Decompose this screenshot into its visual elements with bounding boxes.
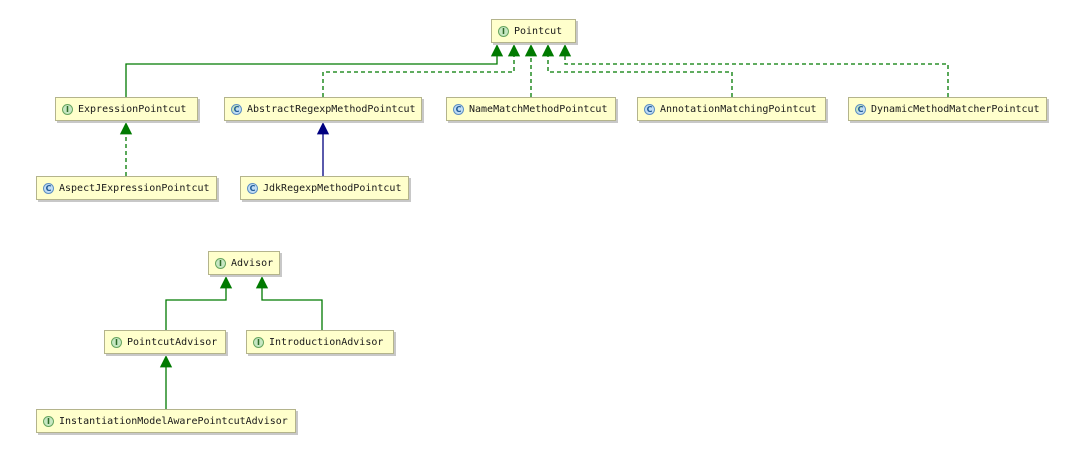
node-label: PointcutAdvisor [127, 336, 218, 348]
arrowhead-annotation-matching-pointcut-to-pointcut [541, 44, 555, 57]
node-label: JdkRegexpMethodPointcut [263, 182, 402, 194]
edge-dynamic-method-matcher-pointcut-to-pointcut [564, 56, 949, 97]
arrowhead-introduction-advisor-to-advisor [255, 276, 269, 289]
edge-expression-pointcut-to-pointcut [125, 56, 498, 97]
class-icon: C [453, 103, 464, 115]
edge-abstract-regexp-method-pointcut-to-pointcut [322, 56, 515, 97]
interface-icon: I [43, 415, 54, 427]
node-label: IntroductionAdvisor [269, 336, 384, 348]
arrowhead-abstract-regexp-method-pointcut-to-pointcut [507, 44, 521, 57]
interface-icon: I [215, 257, 226, 269]
edge-pointcut-advisor-to-advisor [165, 288, 227, 330]
edge-annotation-matching-pointcut-to-pointcut [547, 56, 733, 97]
node-aspectj-expression-pointcut[interactable]: C AspectJExpressionPointcut [36, 176, 217, 200]
abstract-class-icon: C [855, 103, 866, 115]
class-icon: C [247, 182, 258, 194]
arrowhead-expression-pointcut-to-pointcut [490, 44, 504, 57]
abstract-class-icon: C [231, 103, 242, 115]
node-expression-pointcut[interactable]: I ExpressionPointcut [55, 97, 198, 121]
node-label: InstantiationModelAwarePointcutAdvisor [59, 415, 288, 427]
edge-introduction-advisor-to-advisor [261, 288, 323, 330]
interface-icon: I [253, 336, 264, 348]
node-label: Advisor [231, 257, 274, 269]
node-label: ExpressionPointcut [78, 103, 187, 115]
node-abstract-regexp-method-pointcut[interactable]: C AbstractRegexpMethodPointcut [224, 97, 422, 121]
node-instantiation-model-aware-pointcut-advisor[interactable]: I InstantiationModelAwarePointcutAdvisor [36, 409, 296, 433]
class-icon: C [644, 103, 655, 115]
arrowhead-jdk-regexp-method-pointcut-to-abstract-regexp-method-pointcut [316, 122, 330, 135]
arrowhead-dynamic-method-matcher-pointcut-to-pointcut [558, 44, 572, 57]
class-icon: C [43, 182, 54, 194]
node-jdk-regexp-method-pointcut[interactable]: C JdkRegexpMethodPointcut [240, 176, 409, 200]
arrowhead-instantiation-model-aware-pointcut-advisor-to-pointcut-advisor [159, 355, 173, 368]
interface-icon: I [498, 25, 509, 37]
node-advisor[interactable]: I Advisor [208, 251, 280, 275]
interface-icon: I [111, 336, 122, 348]
node-name-match-method-pointcut[interactable]: C NameMatchMethodPointcut [446, 97, 616, 121]
node-pointcut-advisor[interactable]: I PointcutAdvisor [104, 330, 226, 354]
node-dynamic-method-matcher-pointcut[interactable]: C DynamicMethodMatcherPointcut [848, 97, 1047, 121]
arrowhead-pointcut-advisor-to-advisor [219, 276, 233, 289]
arrowhead-aspectj-expression-pointcut-to-expression-pointcut [119, 122, 133, 135]
node-pointcut[interactable]: I Pointcut [491, 19, 576, 43]
node-label: DynamicMethodMatcherPointcut [871, 103, 1040, 115]
node-label: AspectJExpressionPointcut [59, 182, 210, 194]
node-introduction-advisor[interactable]: I IntroductionAdvisor [246, 330, 394, 354]
node-label: NameMatchMethodPointcut [469, 103, 608, 115]
node-annotation-matching-pointcut[interactable]: C AnnotationMatchingPointcut [637, 97, 826, 121]
node-label: Pointcut [514, 25, 563, 37]
arrowhead-name-match-method-pointcut-to-pointcut [524, 44, 538, 57]
node-label: AbstractRegexpMethodPointcut [247, 103, 416, 115]
node-label: AnnotationMatchingPointcut [660, 103, 817, 115]
interface-icon: I [62, 103, 73, 115]
